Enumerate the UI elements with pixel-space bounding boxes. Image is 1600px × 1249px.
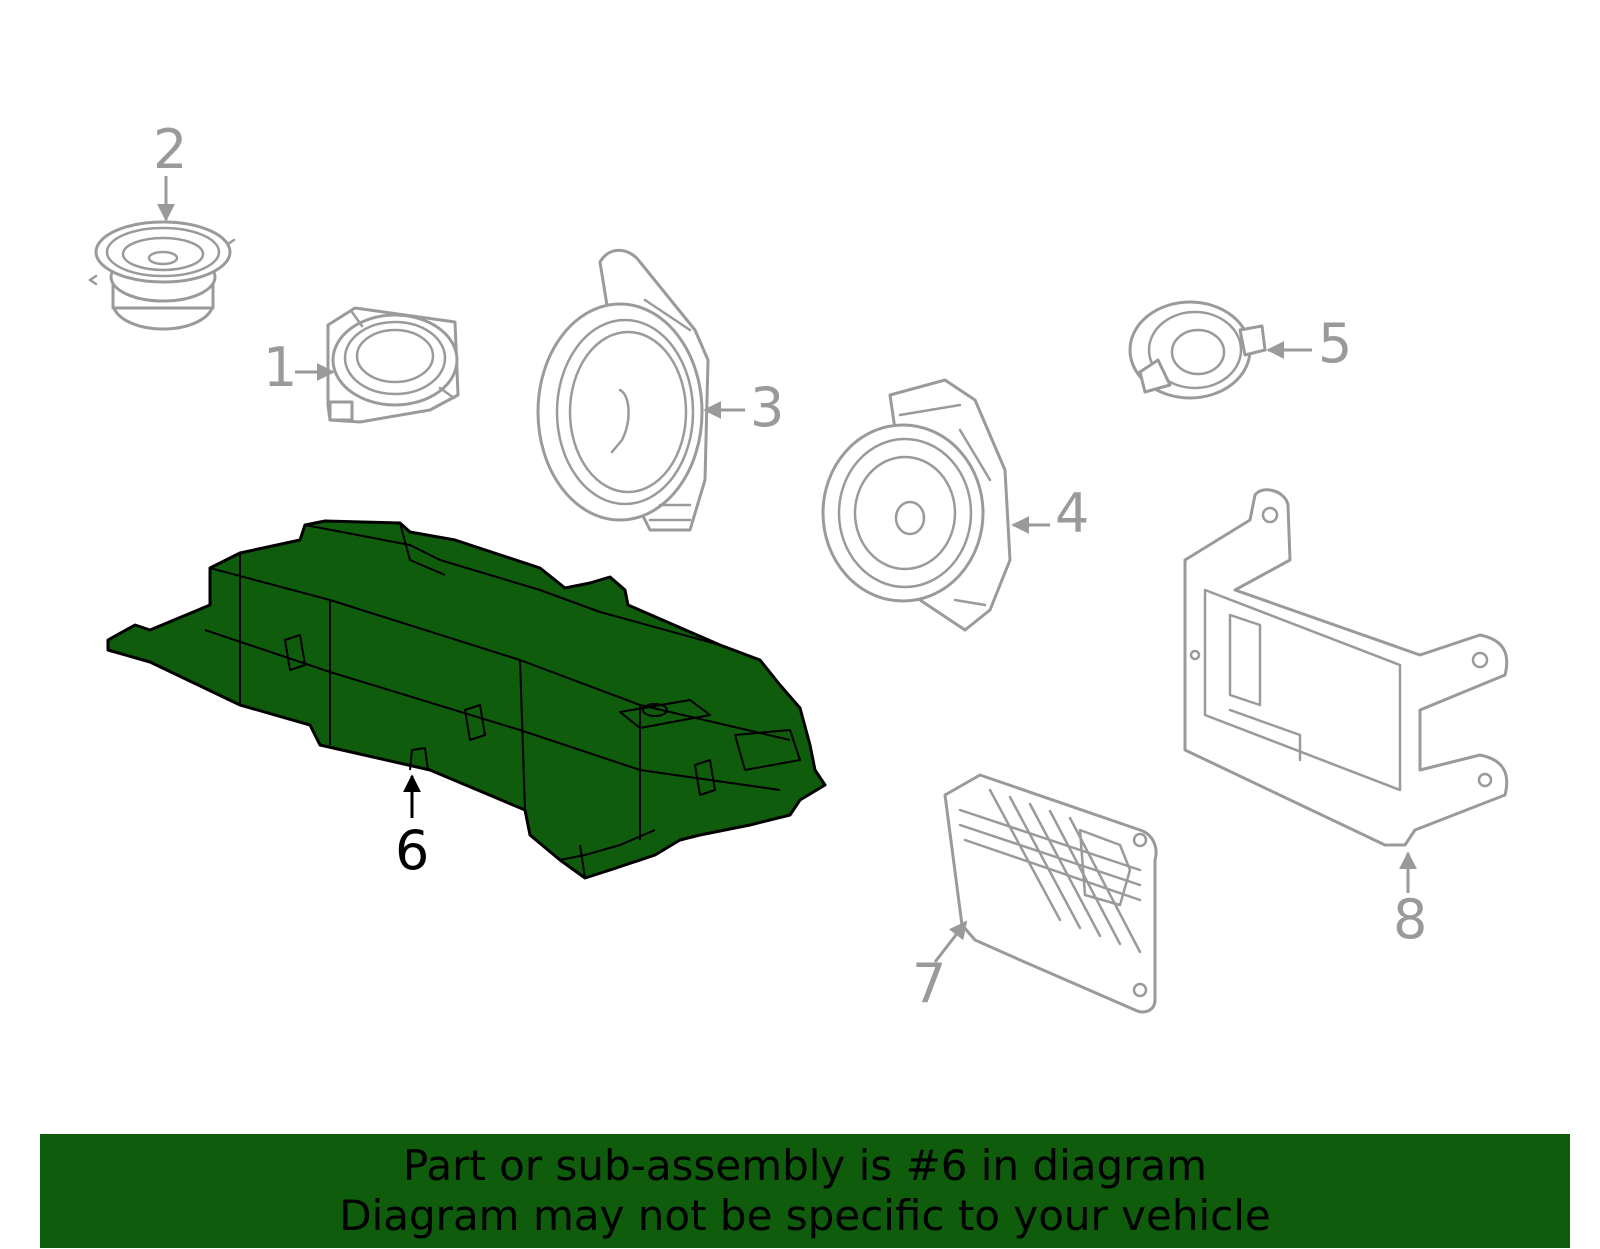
- part-7-amplifier[interactable]: [943, 773, 1158, 1014]
- callout-6: 6: [395, 819, 429, 882]
- part-6-body[interactable]: [106, 519, 827, 880]
- banner-line-1: Part or sub-assembly is #6 in diagram: [402, 1141, 1208, 1190]
- callout-5: 5: [1318, 312, 1352, 375]
- banner-line-2: Diagram may not be specific to your vehi…: [339, 1191, 1271, 1240]
- callout-8: 8: [1393, 888, 1427, 951]
- part-1-tweeter[interactable]: [326, 306, 460, 424]
- callout-3: 3: [750, 376, 784, 439]
- part-6-subwoofer-enclosure[interactable]: [106, 519, 827, 880]
- callout-2: 2: [153, 118, 187, 181]
- callout-1: 1: [263, 336, 297, 399]
- callout-7-arrow: [933, 920, 968, 963]
- callout-4: 4: [1055, 482, 1089, 545]
- part-5-speaker[interactable]: [1128, 300, 1267, 400]
- part-4-speaker[interactable]: [821, 378, 1012, 632]
- info-banner: Part or sub-assembly is #6 in diagram Di…: [40, 1134, 1570, 1248]
- callout-7: 7: [912, 952, 946, 1015]
- part-3-speaker[interactable]: [536, 248, 710, 532]
- part-2-speaker[interactable]: [88, 220, 236, 331]
- part-8-bracket[interactable]: [1183, 488, 1509, 847]
